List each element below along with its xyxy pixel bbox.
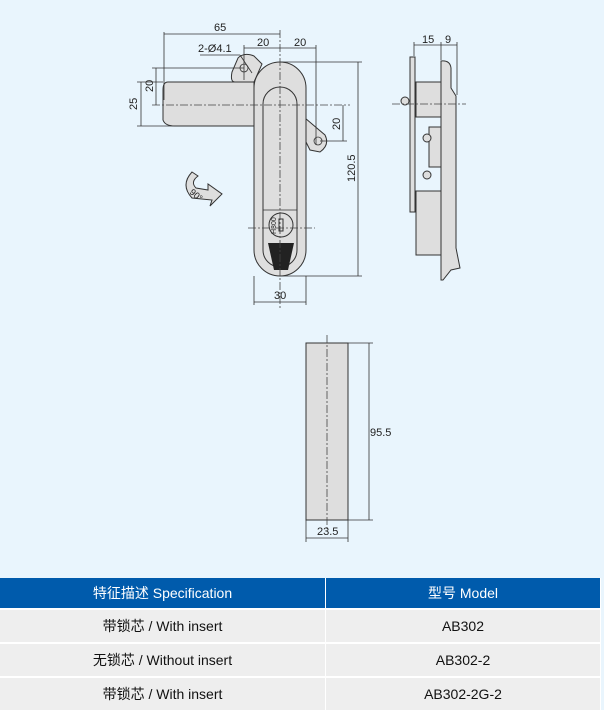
spec-cell: 带锁芯 / With insert — [0, 608, 326, 643]
grip-icon — [268, 243, 294, 270]
model-cell: AB302 — [325, 608, 601, 643]
dim-20-right-vertical: 20 — [331, 118, 343, 130]
rotate-arrow-icon — [185, 171, 223, 207]
spec-cell: 带锁芯 / With insert — [0, 676, 326, 710]
table-header: 特征描述 Specification 型号 Model — [0, 578, 601, 609]
dim-20-left: 20 — [257, 37, 269, 49]
dim-9: 9 — [445, 34, 451, 46]
table-row: 带锁芯 / With insert AB302 — [0, 608, 601, 643]
dim-120-5: 120.5 — [346, 154, 358, 182]
dim-23-5: 23.5 — [317, 526, 338, 538]
side-view: 15 9 — [392, 34, 466, 281]
dim-15: 15 — [422, 34, 434, 46]
technical-drawing: H300 65 2-Ø4.1 20 20 20 25 20 120.5 — [128, 22, 466, 542]
table-row: 带锁芯 / With insert AB302-2G-2 — [0, 676, 601, 710]
header-model: 型号 Model — [325, 578, 601, 609]
model-table: 特征描述 Specification 型号 Model 带锁芯 / With i… — [0, 578, 601, 710]
model-cell: AB302-2 — [325, 642, 601, 677]
dim-95-5: 95.5 — [370, 427, 391, 439]
dim-30: 30 — [274, 290, 286, 302]
cutout-view: 95.5 23.5 — [305, 335, 391, 542]
dim-25: 25 — [128, 98, 140, 110]
header-specification: 特征描述 Specification — [0, 578, 326, 609]
spec-cell: 无锁芯 / Without insert — [0, 642, 326, 677]
model-cell: AB302-2G-2 — [325, 676, 601, 710]
dim-hole: 2-Ø4.1 — [198, 43, 232, 55]
dim-20-right: 20 — [294, 37, 306, 49]
table-row: 无锁芯 / Without insert AB302-2 — [0, 642, 601, 677]
dim-65: 65 — [214, 22, 226, 34]
key-label: H300 — [271, 217, 278, 234]
front-view: H300 65 2-Ø4.1 20 20 20 25 20 120.5 — [128, 22, 362, 310]
dim-20-vertical: 20 — [144, 80, 156, 92]
